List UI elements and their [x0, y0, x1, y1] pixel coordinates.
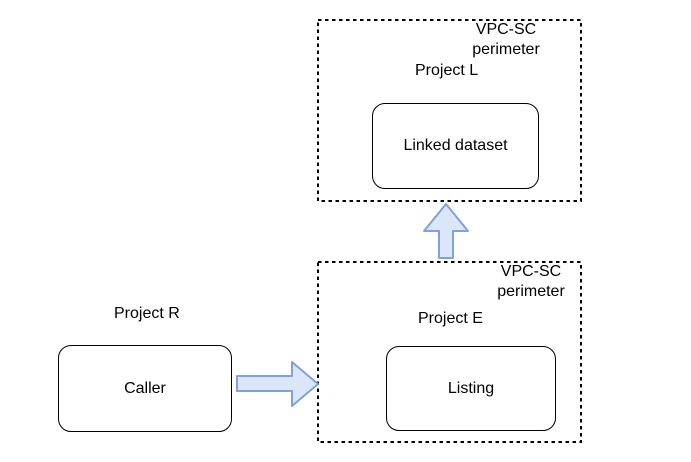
project-r-label: Project R	[114, 305, 180, 322]
node-linked-dataset-label: Linked dataset	[403, 137, 508, 154]
node-listing-label: Listing	[447, 379, 495, 397]
perimeter-border-project-l	[317, 19, 582, 202]
right-arrow-caller-to-listing-icon	[236, 361, 319, 407]
perimeter-border-project-e	[317, 261, 582, 443]
project-e-label: Project E	[418, 310, 483, 327]
perimeter-label-bottom: VPC-SC perimeter	[497, 263, 565, 300]
node-caller-label: Caller	[124, 379, 166, 397]
perimeter-label-top: VPC-SC perimeter	[472, 21, 540, 58]
node-caller: Caller	[58, 345, 232, 432]
up-arrow-listing-to-linked-dataset-icon	[423, 203, 469, 259]
project-l-label: Project L	[415, 62, 479, 79]
node-listing: Listing	[386, 346, 556, 431]
node-linked-dataset: Linked dataset	[372, 103, 539, 189]
